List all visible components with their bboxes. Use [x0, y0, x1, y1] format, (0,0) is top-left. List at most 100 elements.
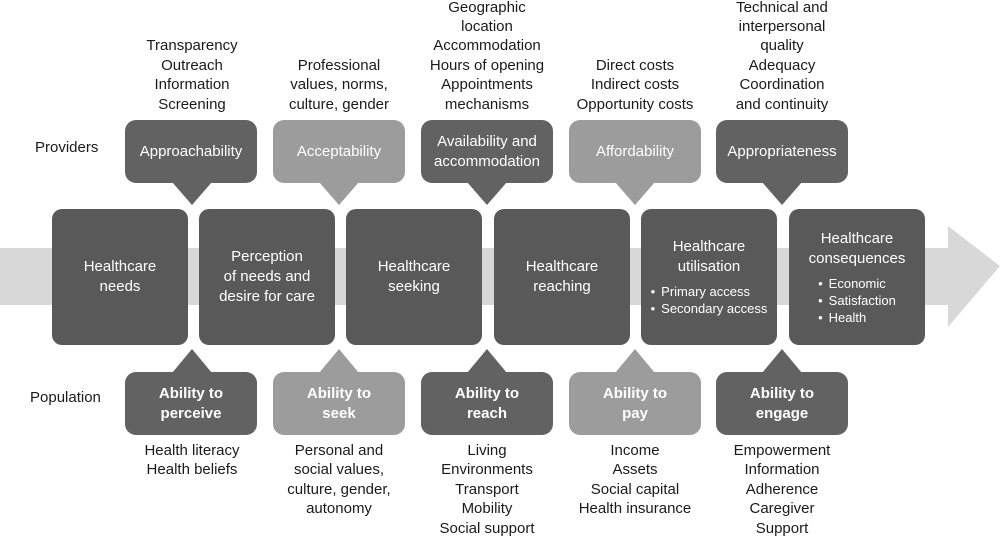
- provider-detail-line: Opportunity costs: [576, 95, 694, 113]
- population-callout-5: Ability to engage: [716, 372, 848, 435]
- stage-title-line: seeking: [388, 278, 440, 295]
- stage-title-line: Perception: [231, 248, 303, 265]
- provider-detail-line: Technical and: [736, 0, 828, 16]
- stage-title-line: Healthcare: [820, 229, 894, 247]
- provider-callout-shape: [273, 120, 405, 183]
- stage-title-line: desire for care: [219, 288, 315, 305]
- stage-title-line: utilisation: [677, 258, 741, 275]
- provider-detail-line: Adequacy: [748, 56, 816, 74]
- provider-callout-shape: [421, 120, 553, 183]
- provider-callout-label-line: Appropriateness: [727, 142, 837, 160]
- population-detail-line: Income: [610, 442, 660, 459]
- population-detail-line: Mobility: [461, 500, 513, 518]
- provider-callout-label: Acceptability: [297, 142, 381, 162]
- population-callout-label-line: Ability to: [749, 384, 815, 402]
- population-callout-4: Ability to pay: [569, 372, 701, 435]
- provider-callout-pointer: [467, 182, 507, 205]
- population-detail-line: Personal and: [294, 442, 384, 459]
- provider-detail-line: Direct costs: [595, 56, 675, 74]
- provider-detail-line: mechanisms: [444, 95, 530, 113]
- population-detail-line: Social capital: [590, 480, 680, 498]
- population-callout-pointer: [467, 349, 507, 373]
- provider-callout-shape: [125, 120, 257, 183]
- population-callout-label-line: perceive: [160, 404, 222, 422]
- stage-title-line: of needs and: [223, 268, 311, 285]
- stage-title: Healthcare utilisation: [673, 237, 746, 277]
- population-detail-line: social values,: [293, 461, 385, 479]
- stage-title: Healthcare seeking: [378, 257, 451, 297]
- provider-detail-line: Professional: [297, 56, 381, 74]
- provider-detail-line: culture, gender: [288, 95, 390, 113]
- provider-detail-line: location: [461, 18, 513, 36]
- provider-callout-label: Appropriateness: [727, 142, 836, 162]
- provider-detail-line: Information: [154, 76, 230, 94]
- stage-box-shape: [346, 209, 482, 345]
- provider-callout-1: Approachability: [125, 120, 257, 183]
- stage-bullet-item: Health: [818, 309, 896, 326]
- stage-bullet-item: Primary access: [651, 283, 768, 300]
- stage-title-line: Healthcare: [377, 258, 451, 275]
- stage-bullet-item: Economic: [818, 275, 896, 292]
- stage-box-6: HealthcareconsequencesEconomicSatisfacti…: [789, 209, 925, 345]
- stage-title-line: Healthcare: [672, 238, 746, 255]
- provider-detail-line: values, norms,: [290, 76, 388, 94]
- stage-title-line: reaching: [533, 278, 591, 295]
- population-detail-line: Living: [467, 442, 507, 459]
- provider-detail-line: Screening: [158, 95, 226, 113]
- population-detail-line: Information: [744, 461, 820, 479]
- provider-detail-line: quality: [760, 37, 804, 55]
- provider-callout-5: Appropriateness: [716, 120, 848, 183]
- population-callout-label-line: pay: [622, 404, 648, 422]
- population-callout-pointer: [615, 349, 655, 373]
- population-callout-pointer: [762, 349, 802, 373]
- population-callout-1: Ability to perceive: [125, 372, 257, 435]
- population-detail-line: Social support: [439, 519, 535, 537]
- provider-detail-line: interpersonal: [738, 18, 826, 36]
- provider-callout-label: Affordability: [596, 142, 674, 162]
- population-callout-label-line: Ability to: [158, 384, 224, 402]
- population-detail-line: Health literacy: [144, 442, 240, 459]
- provider-callout-pointer: [172, 182, 212, 205]
- provider-callout-label-line: Affordability: [595, 142, 675, 160]
- stage-box-shape: [199, 209, 335, 345]
- population-callout-pointer: [319, 349, 359, 373]
- population-callout-shape: [421, 372, 553, 435]
- population-callout-label-line: Ability to: [454, 384, 520, 402]
- population-detail-line: Transport: [455, 480, 519, 498]
- provider-detail-line: and continuity: [735, 95, 829, 113]
- provider-callout-pointer: [319, 182, 359, 205]
- population-detail-line: Environments: [441, 461, 533, 479]
- population-detail-line: Health beliefs: [146, 461, 238, 479]
- stage-title-line: consequences: [808, 249, 906, 267]
- provider-detail-line: Hours of opening: [429, 56, 545, 74]
- population-callout-label-line: Ability to: [602, 384, 668, 402]
- population-callout-shape: [273, 372, 405, 435]
- stage-bullet-list: Primary accessSecondary access: [651, 283, 768, 317]
- population-callout-label: Ability to engage: [750, 384, 814, 424]
- stage-title-line: Healthcare: [525, 258, 599, 275]
- provider-callout-pointer: [762, 182, 802, 205]
- stage-bullet-item: Secondary access: [651, 300, 767, 317]
- stage-title: Healthcare consequences: [809, 229, 906, 269]
- provider-detail-line: Outreach: [161, 56, 223, 74]
- provider-callout-4: Affordability: [569, 120, 701, 183]
- population-callout-label: Ability to pay: [603, 384, 667, 424]
- stage-box-3: Healthcare seeking: [346, 209, 482, 345]
- stage-title: Healthcare reaching: [526, 257, 599, 297]
- population-callout-label-line: engage: [755, 404, 809, 422]
- stage-box-shape: [494, 209, 630, 345]
- provider-callout-pointer: [615, 182, 655, 205]
